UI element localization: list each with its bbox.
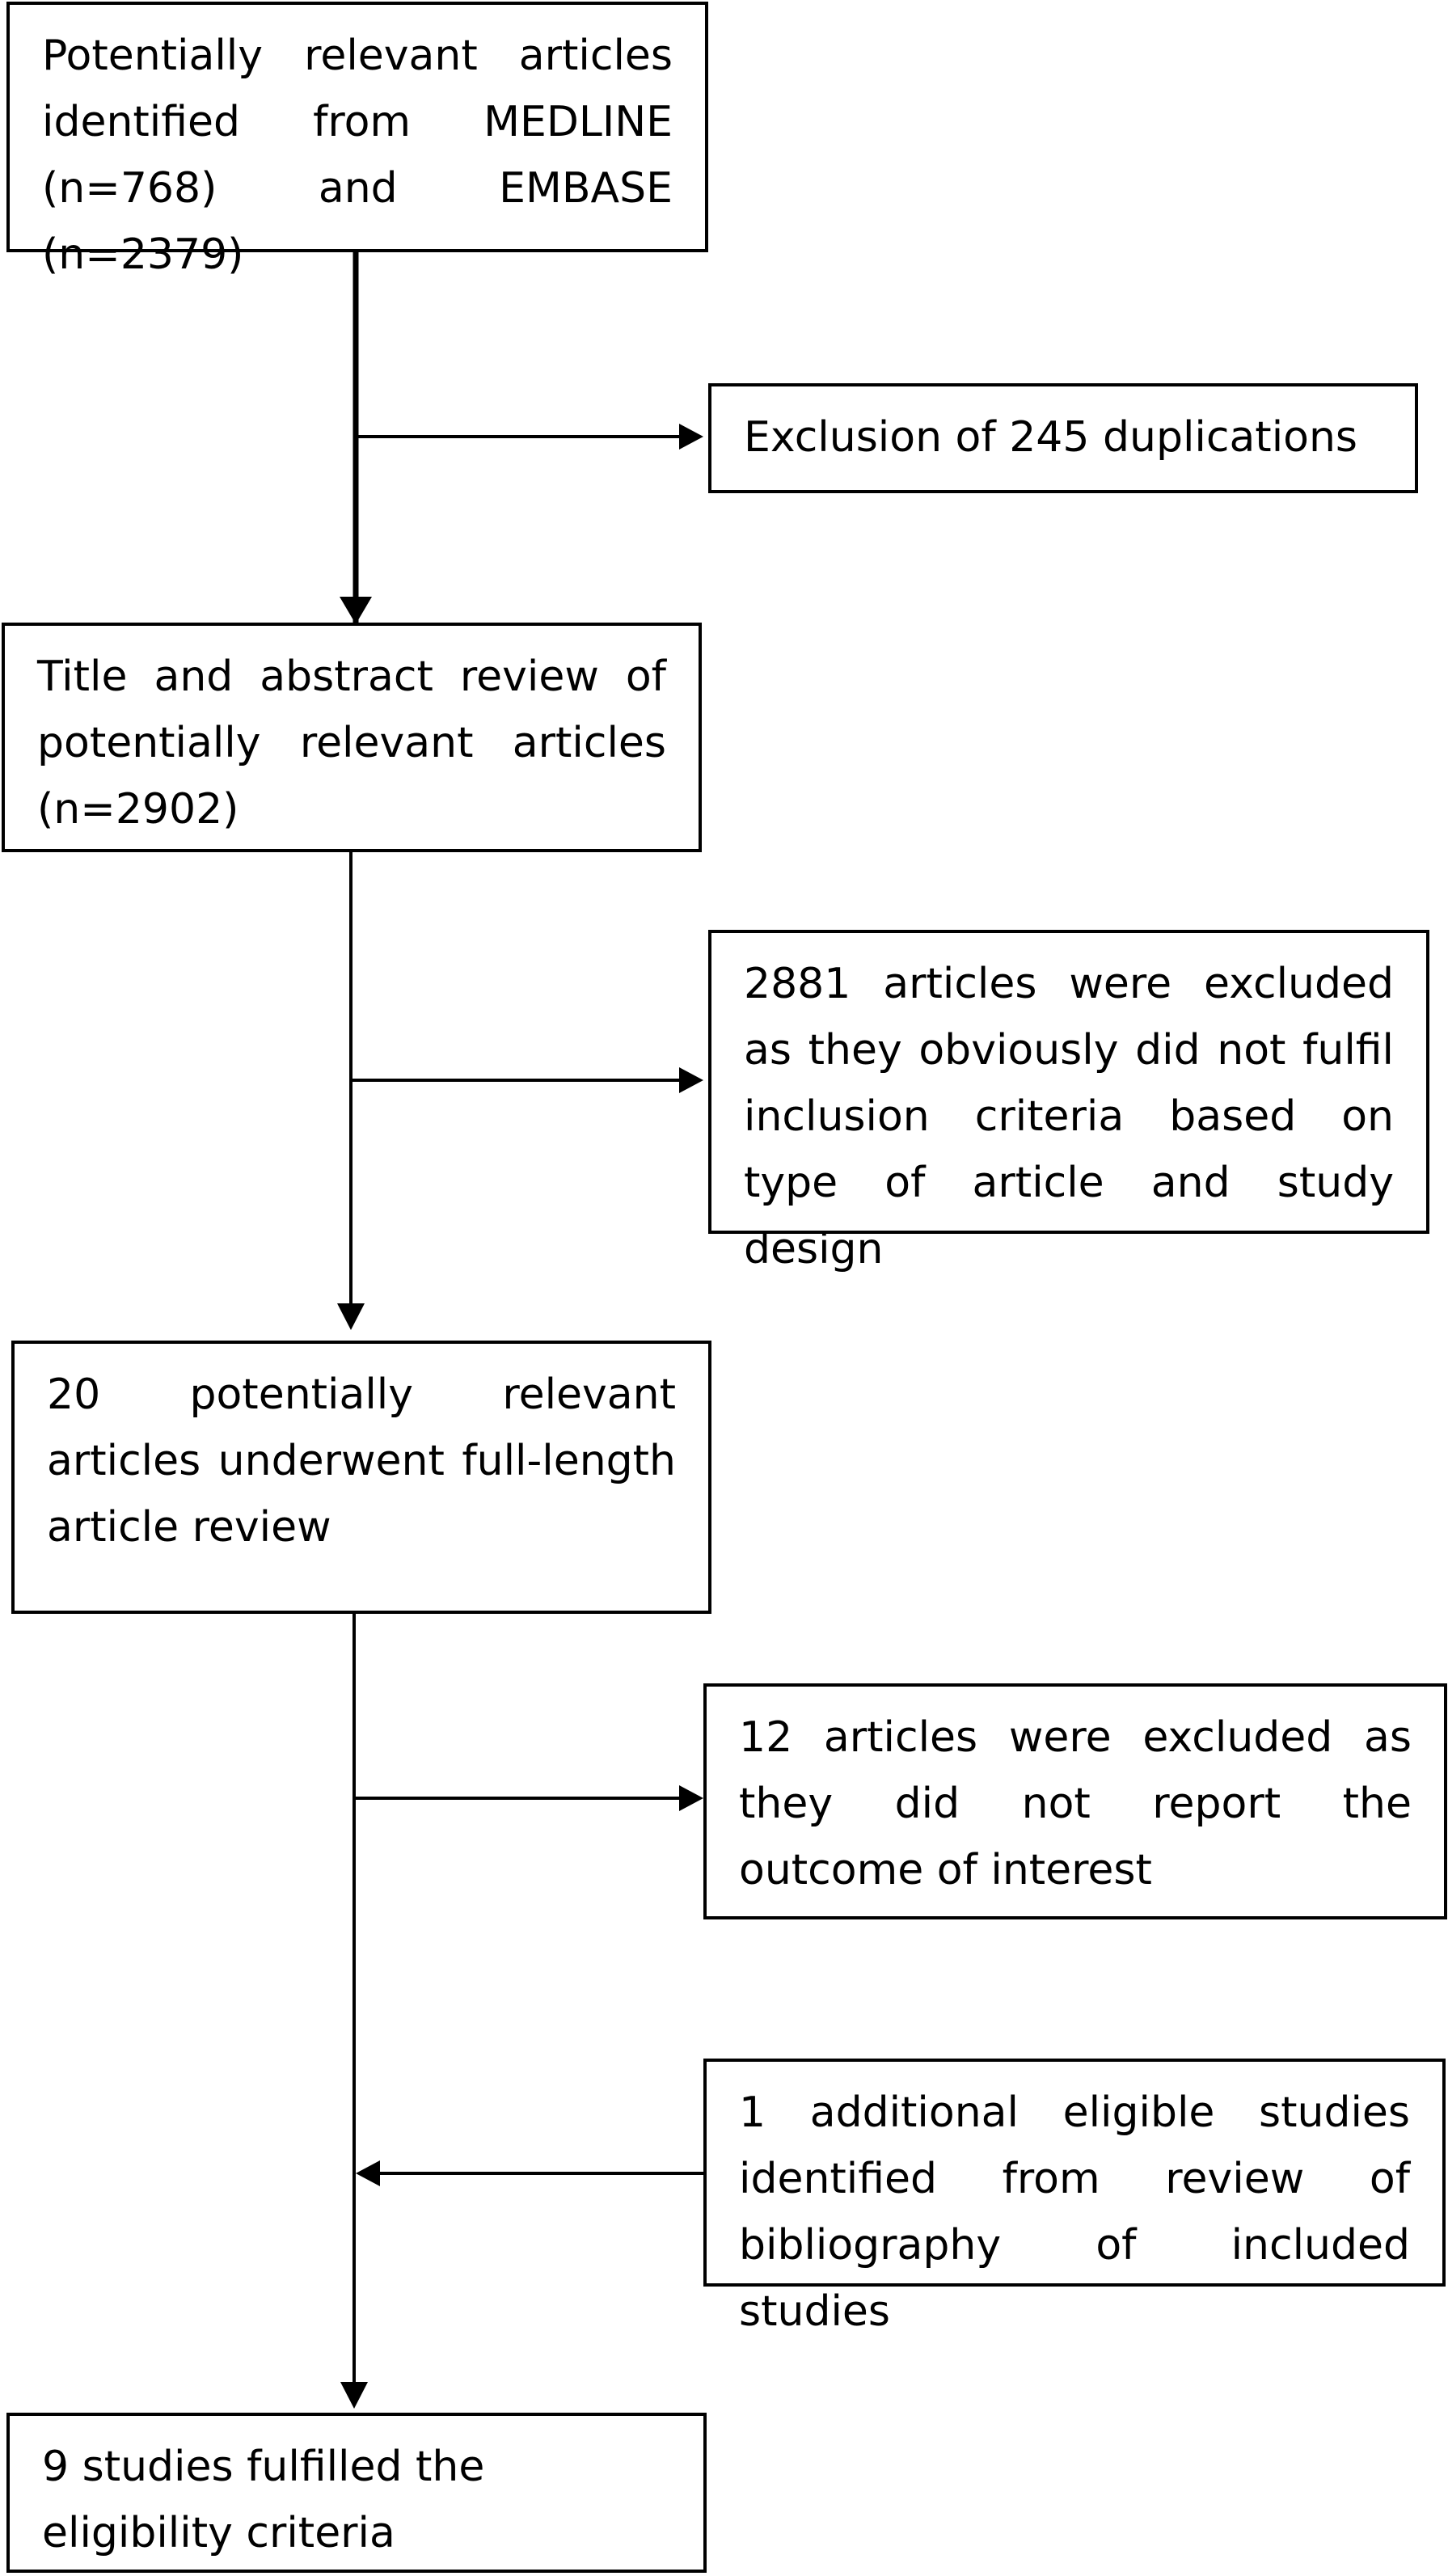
- excluded-duplicates-box: Exclusion of 245 duplications: [708, 383, 1418, 493]
- title-abstract-review-box: Title and abstract review of potentially…: [2, 623, 702, 852]
- excluded-outcome-box: 12 articles were excluded as they did no…: [703, 1683, 1447, 1919]
- arrowhead-included: [340, 2382, 368, 2409]
- included-box: 9 studies fulfilled the eligibility crit…: [6, 2413, 707, 2573]
- arrowhead-excluded-outcome: [679, 1785, 703, 1811]
- identified-box: Potentially relevant articles identified…: [6, 2, 708, 279]
- full-length-review-box: 20 potentially relevant articles underwe…: [11, 1341, 711, 1614]
- arrowhead-duplicates: [679, 424, 703, 450]
- arrowhead-review: [340, 597, 372, 624]
- arrowhead-fulltext: [337, 1303, 365, 1330]
- arrowhead-excluded-type: [679, 1067, 703, 1093]
- arrowhead-additional: [356, 2160, 380, 2186]
- excluded-type-design-box: 2881 articles were excluded as they obvi…: [708, 930, 1429, 1273]
- additional-studies-box: 1 additional eligible studies identified…: [703, 2059, 1446, 2336]
